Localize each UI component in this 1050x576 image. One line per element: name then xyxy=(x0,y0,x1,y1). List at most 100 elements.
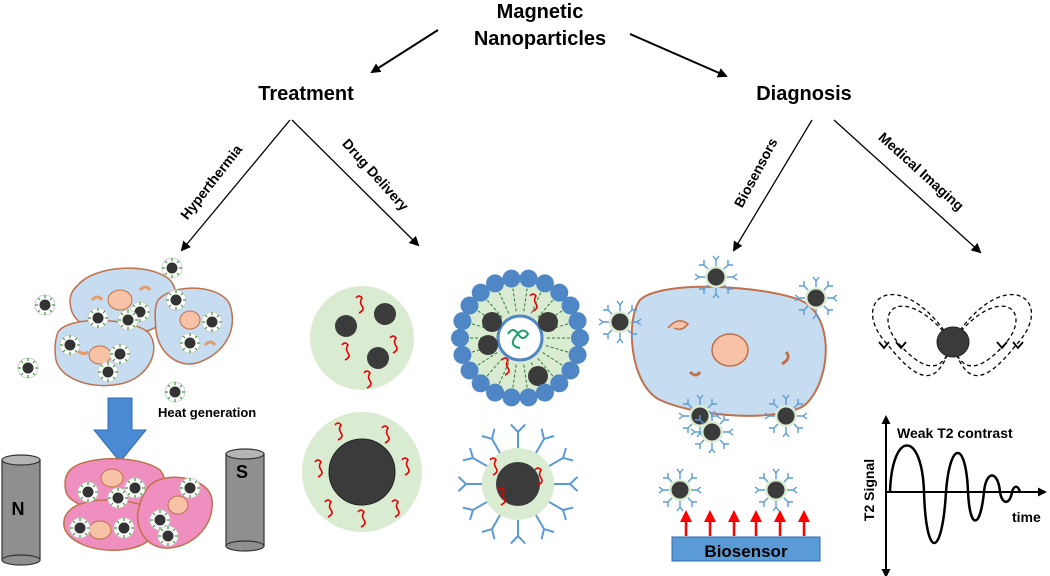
arrow-to-diagnosis xyxy=(629,33,728,78)
nanoparticle xyxy=(109,343,131,365)
antibody xyxy=(548,501,574,521)
lipid-head xyxy=(550,283,569,302)
antibody xyxy=(462,447,488,467)
lipid-tail xyxy=(523,288,528,313)
antibody xyxy=(548,447,574,467)
nucleus xyxy=(167,495,189,515)
lipid-head xyxy=(502,269,521,288)
lipid-head xyxy=(519,269,538,288)
antibody-nanoparticle xyxy=(658,468,702,512)
weak-t2-label: Weak T2 contrast xyxy=(897,425,1013,441)
t2-signal-label: T2 Signal xyxy=(861,459,877,521)
lipid-head xyxy=(471,283,490,302)
lipid-head xyxy=(486,274,505,293)
nanoparticle xyxy=(97,361,119,383)
nanoparticle xyxy=(59,334,81,356)
nanoparticle xyxy=(17,357,39,379)
lipid-head xyxy=(561,296,580,315)
branch-medical-imaging-label: Medical Imaging xyxy=(876,129,968,214)
magnet-s: S xyxy=(225,448,265,552)
arrow-to-treatment xyxy=(370,29,439,74)
nucleus xyxy=(88,345,112,365)
lipid-tail xyxy=(477,351,499,366)
lipid-head xyxy=(568,345,587,364)
antibody xyxy=(481,514,501,540)
lipid-head xyxy=(568,312,587,331)
nucleus xyxy=(179,310,201,330)
nanoparticle xyxy=(179,477,201,499)
nanoparticle xyxy=(69,517,91,539)
title-line1: Magnetic xyxy=(497,1,584,23)
lipid-tail xyxy=(536,299,554,319)
nanoparticle xyxy=(157,525,179,547)
heating-arrow xyxy=(92,397,148,463)
magnet-n-label: N xyxy=(12,499,25,519)
lipid-head xyxy=(571,329,589,347)
sensor-arrows xyxy=(680,510,810,536)
lipid-tail xyxy=(541,351,563,366)
lipid-tail xyxy=(486,357,504,377)
lipid-tail xyxy=(544,344,569,353)
magnet-n: N xyxy=(1,454,41,566)
arrow-biosensors xyxy=(732,119,813,252)
lipid-head xyxy=(486,383,505,402)
lipid-head xyxy=(502,388,521,407)
lipid-tail xyxy=(523,363,528,388)
antibody xyxy=(457,476,482,492)
lipid-tail xyxy=(498,361,510,384)
nucleus xyxy=(88,520,112,540)
lipid-head xyxy=(561,361,580,380)
field-line-arrows xyxy=(878,341,1024,350)
t2-signal-curve xyxy=(888,444,1022,544)
diagnosis-label: Diagnosis xyxy=(756,83,852,105)
lipid-tail xyxy=(536,357,554,377)
magnet-s-label: S xyxy=(236,462,248,482)
nanoparticle xyxy=(201,311,223,333)
lipid-head xyxy=(453,345,472,364)
antibody xyxy=(554,476,579,492)
antibody xyxy=(510,423,526,448)
antibody-carrier xyxy=(457,423,579,545)
lipid-head xyxy=(535,274,554,293)
biosensor-label: Biosensor xyxy=(704,542,788,561)
nanoparticle xyxy=(179,332,201,354)
nucleus xyxy=(107,289,133,311)
blue-cell-cluster xyxy=(17,257,234,403)
lipid-head xyxy=(453,312,472,331)
lipid-head xyxy=(460,361,479,380)
antibody xyxy=(510,520,526,545)
nanoparticle xyxy=(165,289,187,311)
field-lines xyxy=(871,293,1033,377)
nanoparticle xyxy=(113,517,135,539)
drug-carrier-core xyxy=(302,412,422,532)
lipid-tail xyxy=(512,363,517,388)
target-cell xyxy=(630,285,827,417)
lipid-tail xyxy=(498,292,510,315)
lipid-tail xyxy=(486,299,504,319)
antibody xyxy=(535,428,555,454)
antibody-nanoparticle xyxy=(754,468,798,512)
lipid-head xyxy=(550,374,569,393)
nanoparticle xyxy=(161,257,183,279)
nanoparticle xyxy=(164,381,186,403)
nanoparticle xyxy=(107,487,129,509)
liposome xyxy=(451,269,589,407)
nanoparticle xyxy=(87,307,109,329)
arrow-medical-imaging xyxy=(833,119,982,254)
arrow-drug-delivery xyxy=(291,119,420,247)
treatment-label: Treatment xyxy=(258,83,354,105)
lipid-head xyxy=(460,296,479,315)
nanoparticle xyxy=(117,309,139,331)
time-label: time xyxy=(1012,509,1041,525)
antibody xyxy=(535,514,555,540)
branch-hyperthermia-label: Hyperthermia xyxy=(177,141,245,222)
title-line2: Nanoparticles xyxy=(474,28,606,50)
lipid-head xyxy=(451,329,469,347)
arrow-hyperthermia xyxy=(180,119,291,252)
imaging-nanoparticle xyxy=(936,326,970,358)
nanoparticle xyxy=(77,481,99,503)
branch-biosensors-label: Biosensors xyxy=(731,135,781,210)
nanoparticle xyxy=(34,294,56,316)
lipid-head xyxy=(471,374,490,393)
